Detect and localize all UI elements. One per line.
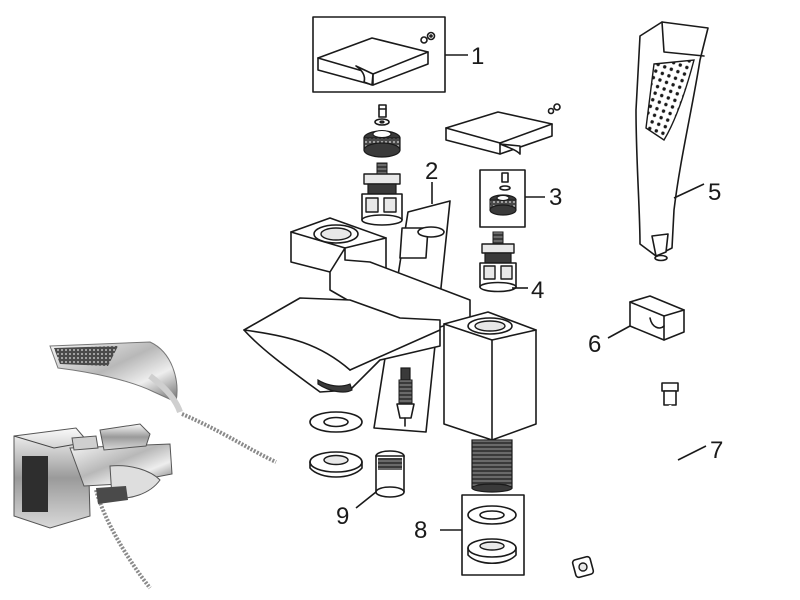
label-part-4: 4 — [531, 277, 544, 304]
label-part-3: 3 — [549, 184, 562, 211]
part-8-frame — [461, 494, 525, 576]
lever-handle-1 — [317, 37, 429, 86]
label-part-9: 9 — [336, 503, 349, 530]
product-photo-inset — [13, 341, 277, 590]
label-part-8: 8 — [414, 517, 427, 544]
part-3-frame — [479, 169, 526, 228]
part-7-flexible-hose — [571, 382, 679, 579]
spout-seals — [309, 411, 363, 478]
label-part-6: 6 — [588, 331, 601, 358]
part-6-wall-bracket — [629, 295, 685, 341]
screw-icon — [420, 31, 436, 44]
part-5-shower-handset — [635, 21, 709, 262]
lever-handle-2 — [445, 103, 561, 155]
part-8-washer-box — [461, 494, 525, 576]
part-3-cap-set — [479, 169, 526, 228]
left-cartridge-stack — [361, 104, 403, 226]
label-part-1: 1 — [471, 43, 484, 70]
label-part-2: 2 — [425, 158, 438, 185]
label-part-5: 5 — [708, 179, 721, 206]
part-4-cartridge — [479, 231, 517, 293]
label-part-7: 7 — [710, 437, 723, 464]
part-1-lever-handle-box — [312, 16, 446, 93]
part-9-connector — [375, 450, 405, 498]
mixer-body — [243, 217, 537, 493]
